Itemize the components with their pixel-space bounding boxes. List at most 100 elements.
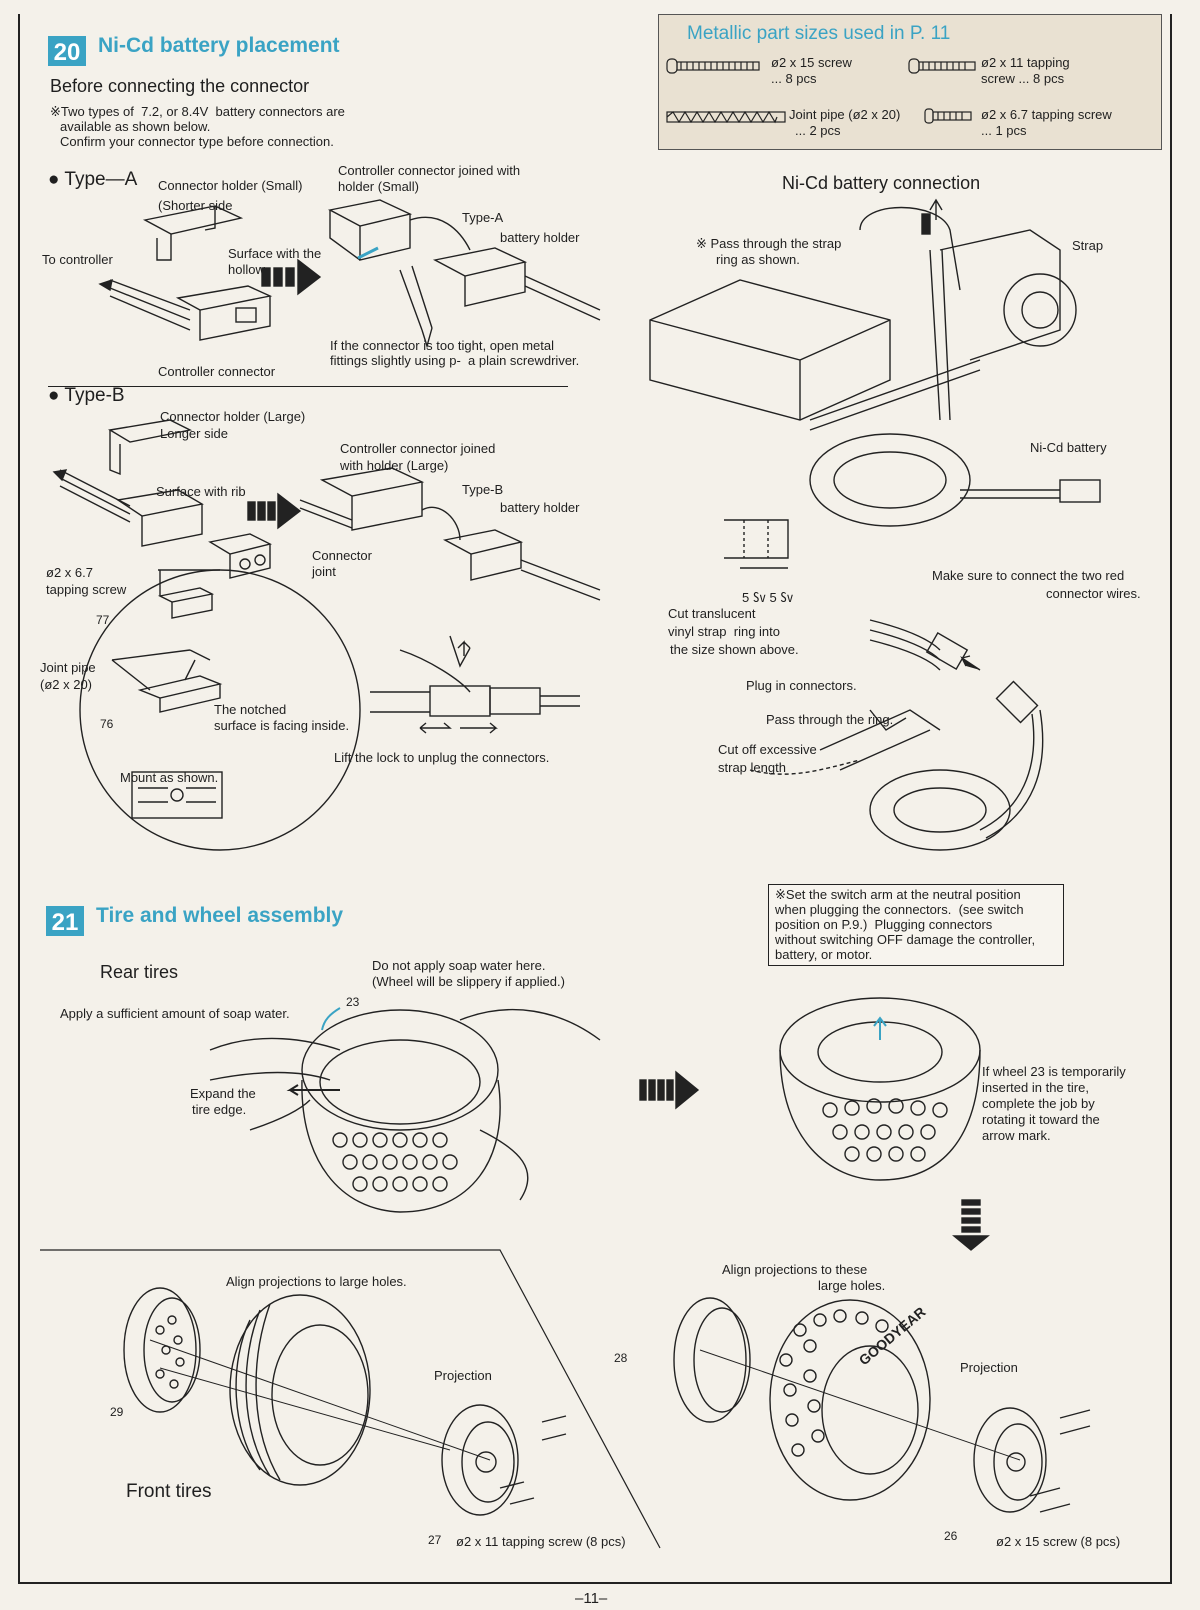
type-a-battery-holder-l2: battery holder — [500, 230, 580, 245]
front-screw-label: ø2 x 11 tapping screw (8 pcs) — [456, 1534, 626, 1549]
section-20-title: Ni-Cd battery placement — [98, 34, 340, 57]
type-a-holder-small: Connector holder (Small) — [158, 178, 303, 193]
section-21-number: 21 — [46, 906, 84, 936]
page-frame — [18, 14, 1172, 1584]
pass-ring-label: Pass through the ring. — [766, 712, 894, 727]
strap-dimension: 5 ㏜ 5 ㏜ — [742, 590, 794, 605]
expand-l2: tire edge. — [192, 1102, 247, 1117]
part-27: 27 — [428, 1533, 442, 1547]
type-a-surface-hollow-l2: hollow — [228, 262, 265, 277]
pass-strap-l1: ※ Pass through the strap — [696, 236, 842, 251]
cut-off-l2: strap length — [718, 760, 786, 775]
rear-tire-exploded-illustration: GOODYEAR — [673, 1297, 1091, 1513]
type-b-surface-rib: Surface with rib — [156, 484, 246, 499]
section-20-subtitle: Before connecting the connector — [50, 76, 310, 96]
front-projection-label: Projection — [434, 1368, 492, 1383]
part-29: 29 — [110, 1405, 124, 1419]
type-b-battery-holder-l1: Type-B — [462, 482, 504, 497]
metal-item-4-l2: ... 1 pcs — [981, 123, 1027, 138]
type-b-joint-pipe-l1: Joint pipe — [40, 660, 96, 675]
part-77: 77 — [96, 613, 110, 627]
strap-label: Strap — [1072, 238, 1104, 253]
metal-item-1-l1: ø2 x 15 screw — [771, 55, 852, 70]
note-l2: when plugging the connectors. (see switc… — [775, 902, 1024, 917]
if-wheel-l5: arrow mark. — [982, 1128, 1051, 1143]
part-76: 76 — [100, 717, 114, 731]
metal-item-3-l2: ... 2 pcs — [795, 123, 841, 138]
intro-line-3: Confirm your connector type before conne… — [60, 134, 334, 149]
type-b-connector-joint-l2: joint — [312, 564, 336, 579]
part-28: 28 — [614, 1351, 628, 1365]
intro-line-2: available as shown below. — [60, 119, 211, 134]
rear-screw-label: ø2 x 15 screw (8 pcs) — [996, 1534, 1121, 1549]
type-b-notched-l2: surface is facing inside. — [214, 718, 350, 733]
metallic-parts-box: Metallic part sizes used in P. 11 ø2 x 1… — [658, 14, 1162, 150]
type-a-joined-l2: holder (Small) — [338, 179, 419, 194]
nicd-battery-label: Ni-Cd battery — [1030, 440, 1107, 455]
type-b-connector-joint-l1: Connector — [312, 548, 372, 563]
page-number: –11– — [575, 1590, 608, 1607]
type-a-illustration — [98, 199, 601, 349]
no-soap-l2: (Wheel will be slippery if applied.) — [372, 974, 565, 989]
rear-align-l1: Align projections to these — [722, 1262, 868, 1277]
type-a-to-controller: To controller — [42, 252, 113, 267]
cut-off-l1: Cut off excessive — [718, 742, 817, 757]
type-a-battery-holder-l1: Type-A — [462, 210, 504, 225]
type-b-battery-holder-l2: battery holder — [500, 500, 580, 515]
make-sure-l1: Make sure to connect the two red — [932, 568, 1125, 583]
type-divider — [48, 386, 568, 387]
section-21-title: Tire and wheel assembly — [96, 904, 344, 927]
metallic-title: Metallic part sizes used in P. 11 — [687, 23, 951, 44]
apply-soap-label: Apply a sufficient amount of soap water. — [60, 1006, 290, 1021]
note-l5: battery, or motor. — [775, 947, 873, 962]
section-20-number: 20 — [48, 36, 86, 66]
type-b-mount: Mount as shown. — [120, 770, 219, 785]
type-b-screw-l1: ø2 x 6.7 — [46, 565, 93, 580]
if-wheel-l2: inserted in the tire, — [982, 1080, 1089, 1095]
type-a-too-tight-l2: fittings slightly using p- a plain screw… — [330, 353, 580, 368]
part-26: 26 — [944, 1529, 958, 1543]
type-b-label: ● Type-B — [48, 385, 125, 406]
note-l1: ※Set the switch arm at the neutral posit… — [775, 887, 1021, 902]
rear-align-l2: large holes. — [818, 1278, 886, 1293]
no-soap-l1: Do not apply soap water here. — [372, 958, 546, 973]
type-b-lift-lock: Lift the lock to unplug the connectors. — [334, 750, 550, 765]
part-23: 23 — [346, 995, 360, 1009]
if-wheel-l4: rotating it toward the — [982, 1112, 1100, 1127]
pass-strap-l2: ring as shown. — [716, 252, 800, 267]
type-b-joined-l1: Controller connector joined — [340, 441, 496, 456]
cut-l1: Cut translucent — [668, 606, 756, 621]
type-b-notched-l1: The notched — [214, 702, 287, 717]
type-b-screw-l2: tapping screw — [46, 582, 127, 597]
rear-tire-illustration — [209, 997, 990, 1251]
plug-in-label: Plug in connectors. — [746, 678, 857, 693]
metallic-parts-drawings — [666, 58, 976, 124]
type-a-label: ● Type—A — [48, 169, 138, 190]
front-tires-label: Front tires — [126, 1481, 212, 1502]
switch-note-box: ※Set the switch arm at the neutral posit… — [768, 884, 1064, 966]
type-b-illustration — [52, 419, 601, 851]
intro-line-1: ※Two types of 7.2, or 8.4V battery conne… — [50, 104, 345, 119]
if-wheel-l3: complete the job by — [982, 1096, 1095, 1111]
type-a-surface-hollow-l1: Surface with the — [228, 246, 322, 261]
expand-l1: Expand the — [190, 1086, 256, 1101]
type-a-too-tight-l1: If the connector is too tight, open meta… — [330, 338, 555, 353]
metal-item-2-l2: screw ... 8 pcs — [981, 71, 1065, 86]
type-a-controller-connector: Controller connector — [158, 364, 276, 379]
type-b-holder-large: Connector holder (Large) — [160, 409, 306, 424]
metal-item-4-l1: ø2 x 6.7 tapping screw — [981, 107, 1112, 122]
front-tire-frame — [40, 1249, 661, 1549]
battery-conn-title: Ni-Cd battery connection — [782, 173, 981, 193]
metal-item-2-l1: ø2 x 11 tapping — [981, 55, 1070, 70]
if-wheel-l1: If wheel 23 is temporarily — [982, 1064, 1126, 1079]
note-l3: position on P.9.) Plugging connectors — [775, 917, 993, 932]
front-align-label: Align projections to large holes. — [226, 1274, 407, 1289]
type-a-joined-l1: Controller connector joined with — [338, 163, 521, 178]
cut-l3: the size shown above. — [670, 642, 799, 657]
cut-l2: vinyl strap ring into — [668, 624, 780, 639]
metal-item-1-l2: ... 8 pcs — [771, 71, 817, 86]
make-sure-l2: connector wires. — [1046, 586, 1141, 601]
rear-tires-label: Rear tires — [100, 962, 179, 982]
front-tire-exploded-illustration — [123, 1287, 567, 1516]
metal-item-3-l1: Joint pipe (ø2 x 20) — [789, 107, 901, 122]
